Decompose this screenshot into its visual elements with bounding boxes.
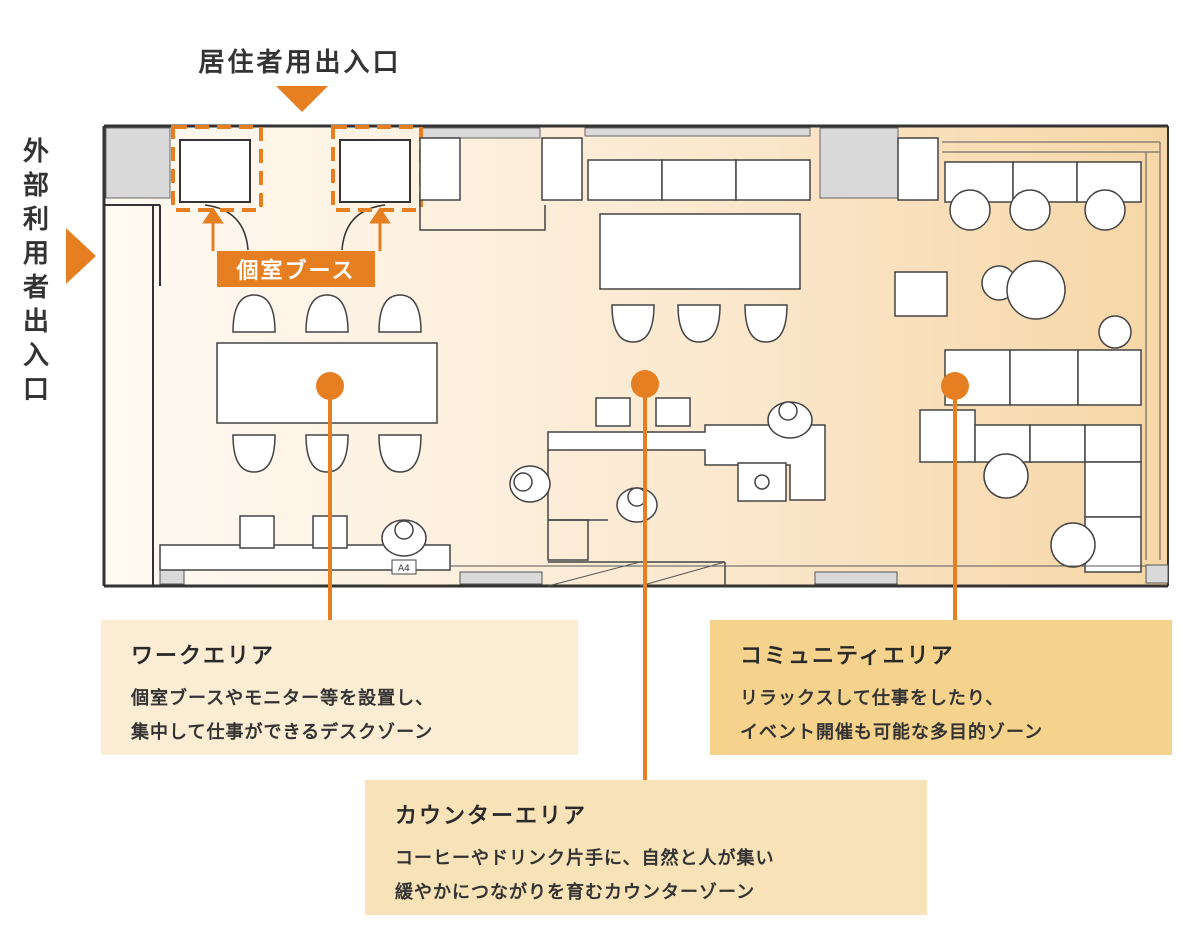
left-corridor <box>104 204 161 586</box>
community-furniture <box>894 161 1142 573</box>
bottom-wall-segments <box>159 567 898 585</box>
printer-box <box>391 559 417 575</box>
community-area-desc-line2: イベント開催も可能な多目的ゾーン <box>740 722 1044 743</box>
top-wall-blocks <box>105 127 899 199</box>
counter-area-title: カウンターエリア <box>395 804 588 829</box>
counter-chairs <box>611 304 788 343</box>
work-area-title: ワークエリア <box>131 644 276 669</box>
printer-label: A4 <box>398 564 410 574</box>
community-area-callout: コミュニティエリア リラックスして仕事をしたり、 イベント開催も可能な多目的ゾー… <box>710 620 1172 755</box>
outer-walls <box>102 124 1169 588</box>
counter-area-callout: カウンターエリア コーヒーやドリンク片手に、自然と人が集い 緩やかにつながりを育… <box>365 780 927 915</box>
counter-area-desc-line1: コーヒーやドリンク片手に、自然と人が集い <box>395 848 775 869</box>
bottom-wall-lines <box>450 561 1146 587</box>
work-chairs <box>232 294 422 473</box>
booth-arrows <box>202 207 391 251</box>
community-side-wall <box>942 141 1169 584</box>
community-area-desc-line1: リラックスして仕事をしたり、 <box>740 688 1005 709</box>
zone-markers <box>316 370 969 782</box>
booth-highlight-frames <box>171 125 423 212</box>
counter-area-desc-line2: 緩やかにつながりを育むカウンターゾーン <box>395 882 756 903</box>
work-area-desc-line2: 集中して仕事ができるデスクゾーン <box>131 722 434 743</box>
community-area-title: コミュニティエリア <box>740 644 955 669</box>
booth-label: 個室ブース <box>217 251 375 287</box>
external-entrance-arrow <box>66 228 96 284</box>
service-counter <box>547 397 826 586</box>
private-booths <box>179 139 411 251</box>
resident-entrance-label: 居住者用出入口 <box>198 48 402 78</box>
top-storage <box>419 137 939 231</box>
person-work <box>381 519 427 557</box>
resident-entrance-arrow <box>276 86 328 112</box>
work-area-callout: ワークエリア 個室ブースやモニター等を設置し、 集中して仕事ができるデスクゾーン <box>101 620 578 755</box>
high-table <box>599 213 801 290</box>
external-entrance-label: 外部利用者出入口 <box>22 137 49 405</box>
work-area-desc-line1: 個室ブースやモニター等を設置し、 <box>131 688 435 709</box>
